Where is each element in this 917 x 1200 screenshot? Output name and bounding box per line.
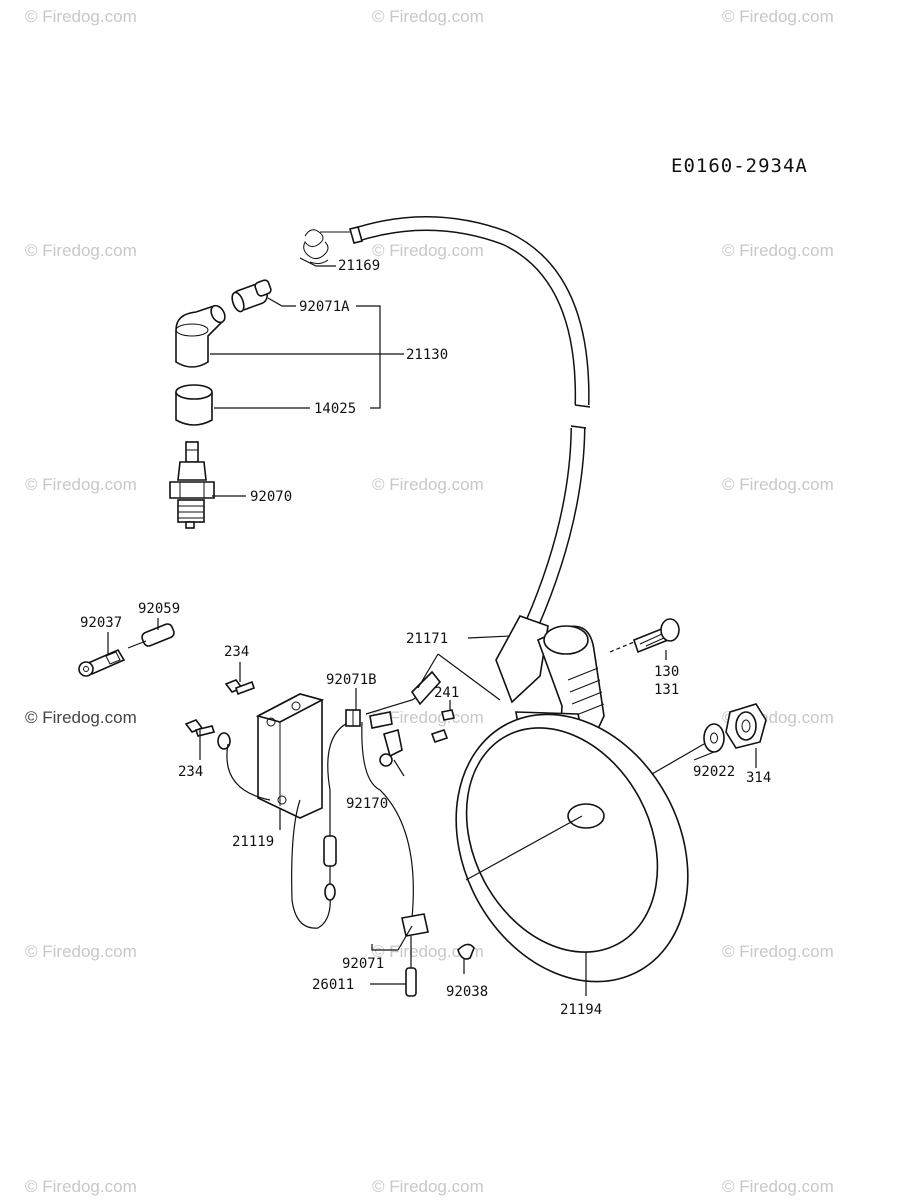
label-21119: 21119 <box>232 834 274 850</box>
watermark: © Firedog.com <box>372 241 484 260</box>
watermarks: © Firedog.com © Firedog.com © Firedog.co… <box>25 7 834 1196</box>
watermark: © Firedog.com <box>25 1177 137 1196</box>
watermark: © Firedog.com <box>25 7 137 26</box>
label-21130: 21130 <box>406 347 448 363</box>
part-92070-spark-plug <box>169 441 215 529</box>
part-234-bolt-upper <box>224 679 256 696</box>
watermark: © Firedog.com <box>722 1177 834 1196</box>
part-92071-clamp <box>401 913 429 937</box>
watermark: © Firedog.com <box>372 7 484 26</box>
label-130: 130 <box>654 664 679 680</box>
label-92022: 92022 <box>693 764 735 780</box>
label-21194: 21194 <box>560 1002 602 1018</box>
high-tension-lead <box>349 216 591 627</box>
part-21194-flywheel <box>455 713 689 983</box>
label-234-lower: 234 <box>178 764 203 780</box>
label-234-upper: 234 <box>224 644 249 660</box>
watermark: © Firedog.com <box>372 708 484 727</box>
watermark: © Firedog.com <box>722 475 834 494</box>
part-92071B-grommet <box>369 711 393 729</box>
watermark: © Firedog.com <box>25 475 137 494</box>
label-131: 131 <box>654 682 679 698</box>
label-26011: 26011 <box>312 977 354 993</box>
label-92071B: 92071B <box>326 672 377 688</box>
diagram-code: E0160-2934A <box>671 155 808 177</box>
part-92071A-boot <box>231 279 272 313</box>
part-21130-plug-cap <box>175 304 226 368</box>
label-92059: 92059 <box>138 601 180 617</box>
part-234-bolt-lower <box>184 719 231 750</box>
part-241-screw <box>430 709 455 744</box>
watermark: © Firedog.com <box>25 241 137 260</box>
watermark: © Firedog.com <box>25 942 137 961</box>
part-92022-washer <box>703 723 725 753</box>
part-92038-key <box>457 943 475 960</box>
watermark: © Firedog.com <box>372 1177 484 1196</box>
part-labels: 21169 92071A 21130 14025 92070 92059 920… <box>80 258 771 1018</box>
part-92037-terminal <box>78 648 126 677</box>
part-130-bolt <box>633 618 680 654</box>
wiring-harness <box>323 670 442 919</box>
leader-lines <box>107 257 757 996</box>
label-92037: 92037 <box>80 615 122 631</box>
part-92170-clamp <box>379 728 403 767</box>
label-92071: 92071 <box>342 956 384 972</box>
label-314: 314 <box>746 770 771 786</box>
watermark: © Firedog.com <box>722 241 834 260</box>
label-92170: 92170 <box>346 796 388 812</box>
label-92071A: 92071A <box>299 299 350 315</box>
watermark: © Firedog.com <box>372 475 484 494</box>
part-92059-tube <box>127 623 175 649</box>
part-21119-module <box>226 693 331 929</box>
label-241: 241 <box>434 685 459 701</box>
part-21169-spring <box>303 229 350 265</box>
watermark-dark: © Firedog.com <box>25 708 137 727</box>
label-21169: 21169 <box>338 258 380 274</box>
watermark: © Firedog.com <box>722 942 834 961</box>
label-92070: 92070 <box>250 489 292 505</box>
part-26011-terminal <box>405 936 417 997</box>
watermark: © Firedog.com <box>722 7 834 26</box>
part-314-nut <box>725 703 767 749</box>
label-14025: 14025 <box>314 401 356 417</box>
label-21171: 21171 <box>406 631 448 647</box>
part-14025-rubber <box>175 384 213 426</box>
label-92038: 92038 <box>446 984 488 1000</box>
